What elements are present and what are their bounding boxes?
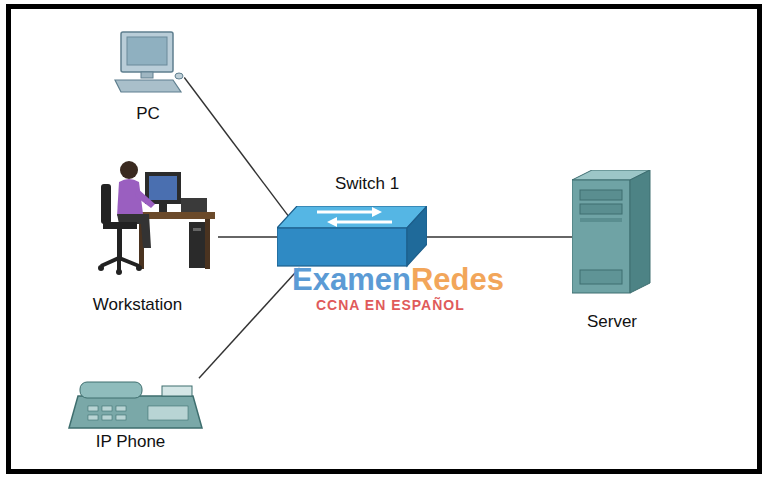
network-link bbox=[427, 236, 572, 237]
server-icon: Server bbox=[572, 170, 652, 295]
device-label: Switch 1 bbox=[335, 174, 399, 194]
network-link bbox=[199, 268, 300, 378]
workstation-icon bbox=[93, 148, 218, 278]
workstation-icon: Workstation bbox=[93, 148, 218, 278]
device-label: Server bbox=[587, 312, 637, 332]
pc-icon: PC bbox=[113, 30, 185, 96]
device-label: Workstation bbox=[93, 295, 182, 315]
device-label: PC bbox=[136, 104, 160, 124]
switch-icon bbox=[277, 206, 427, 268]
device-label: IP Phone bbox=[96, 432, 166, 452]
watermark-text: Examen bbox=[292, 262, 411, 298]
watermark-text: Redes bbox=[411, 262, 504, 298]
ip-phone-icon: IP Phone bbox=[68, 376, 203, 430]
ip-phone-icon bbox=[68, 376, 203, 430]
network-link bbox=[218, 236, 277, 237]
switch-icon: Switch 1 bbox=[277, 206, 427, 268]
pc-icon bbox=[113, 30, 185, 96]
watermark-subtitle: CCNA EN ESPAÑOL bbox=[316, 297, 465, 313]
server-icon bbox=[572, 170, 652, 295]
